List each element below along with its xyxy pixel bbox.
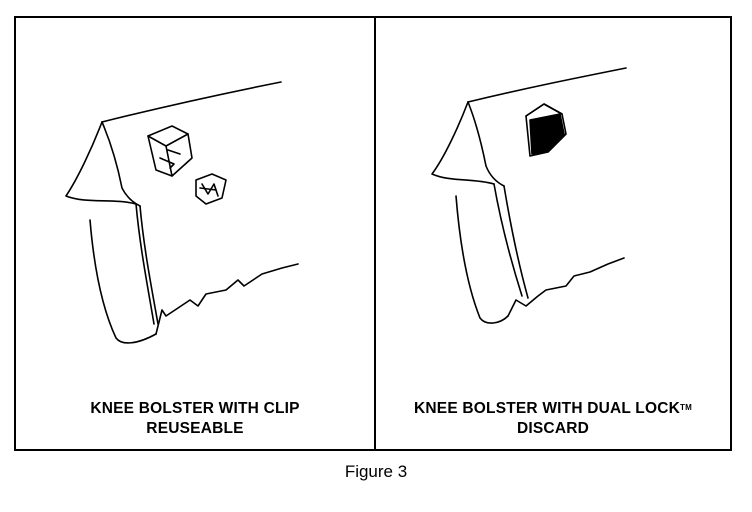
figure-frame: KNEE BOLSTER WITH CLIP REUSEABLE — [14, 16, 732, 451]
trademark-mark: TM — [680, 403, 692, 412]
bolster-bottom-edge — [507, 257, 625, 317]
caption-clip-line1: KNEE BOLSTER WITH CLIP — [90, 400, 300, 417]
panel-dual-lock: KNEE BOLSTER WITH DUAL LOCKTM DISCARD — [376, 18, 730, 449]
bolster-front-face — [431, 101, 495, 185]
bolster-crease — [101, 121, 141, 207]
panel-clip: KNEE BOLSTER WITH CLIP REUSEABLE — [16, 18, 374, 449]
bolster-front-face — [65, 121, 137, 205]
caption-dual-lock-line2: DISCARD — [516, 420, 589, 437]
dual-lock-pad — [525, 103, 567, 157]
caption-dual-lock: KNEE BOLSTER WITH DUAL LOCKTM DISCARD — [376, 399, 730, 439]
caption-dual-lock-text: KNEE BOLSTER WITH DUAL LOCK — [414, 400, 681, 417]
bolster-bottom-edge — [155, 263, 299, 335]
caption-clip-line2: REUSEABLE — [146, 420, 244, 437]
bolster-top-edge — [101, 81, 282, 123]
caption-dual-lock-line1: KNEE BOLSTER WITH DUAL LOCKTM — [376, 399, 730, 419]
clip-housing — [147, 125, 193, 177]
bolster-crease — [467, 101, 505, 187]
knee-bolster-dual-lock-illustration — [431, 67, 627, 324]
knee-bolster-clip-illustration — [65, 81, 299, 344]
bolster-lower-shell — [455, 195, 509, 324]
bolster-side-edge — [493, 183, 523, 297]
panel-divider — [374, 18, 376, 449]
caption-clip: KNEE BOLSTER WITH CLIP REUSEABLE — [16, 399, 374, 439]
clip-retainer — [195, 173, 227, 205]
figure-label: Figure 3 — [344, 462, 408, 481]
bolster-side-edge — [135, 203, 155, 325]
bolster-top-edge — [467, 67, 627, 103]
bolster-lower-shell — [89, 219, 157, 344]
